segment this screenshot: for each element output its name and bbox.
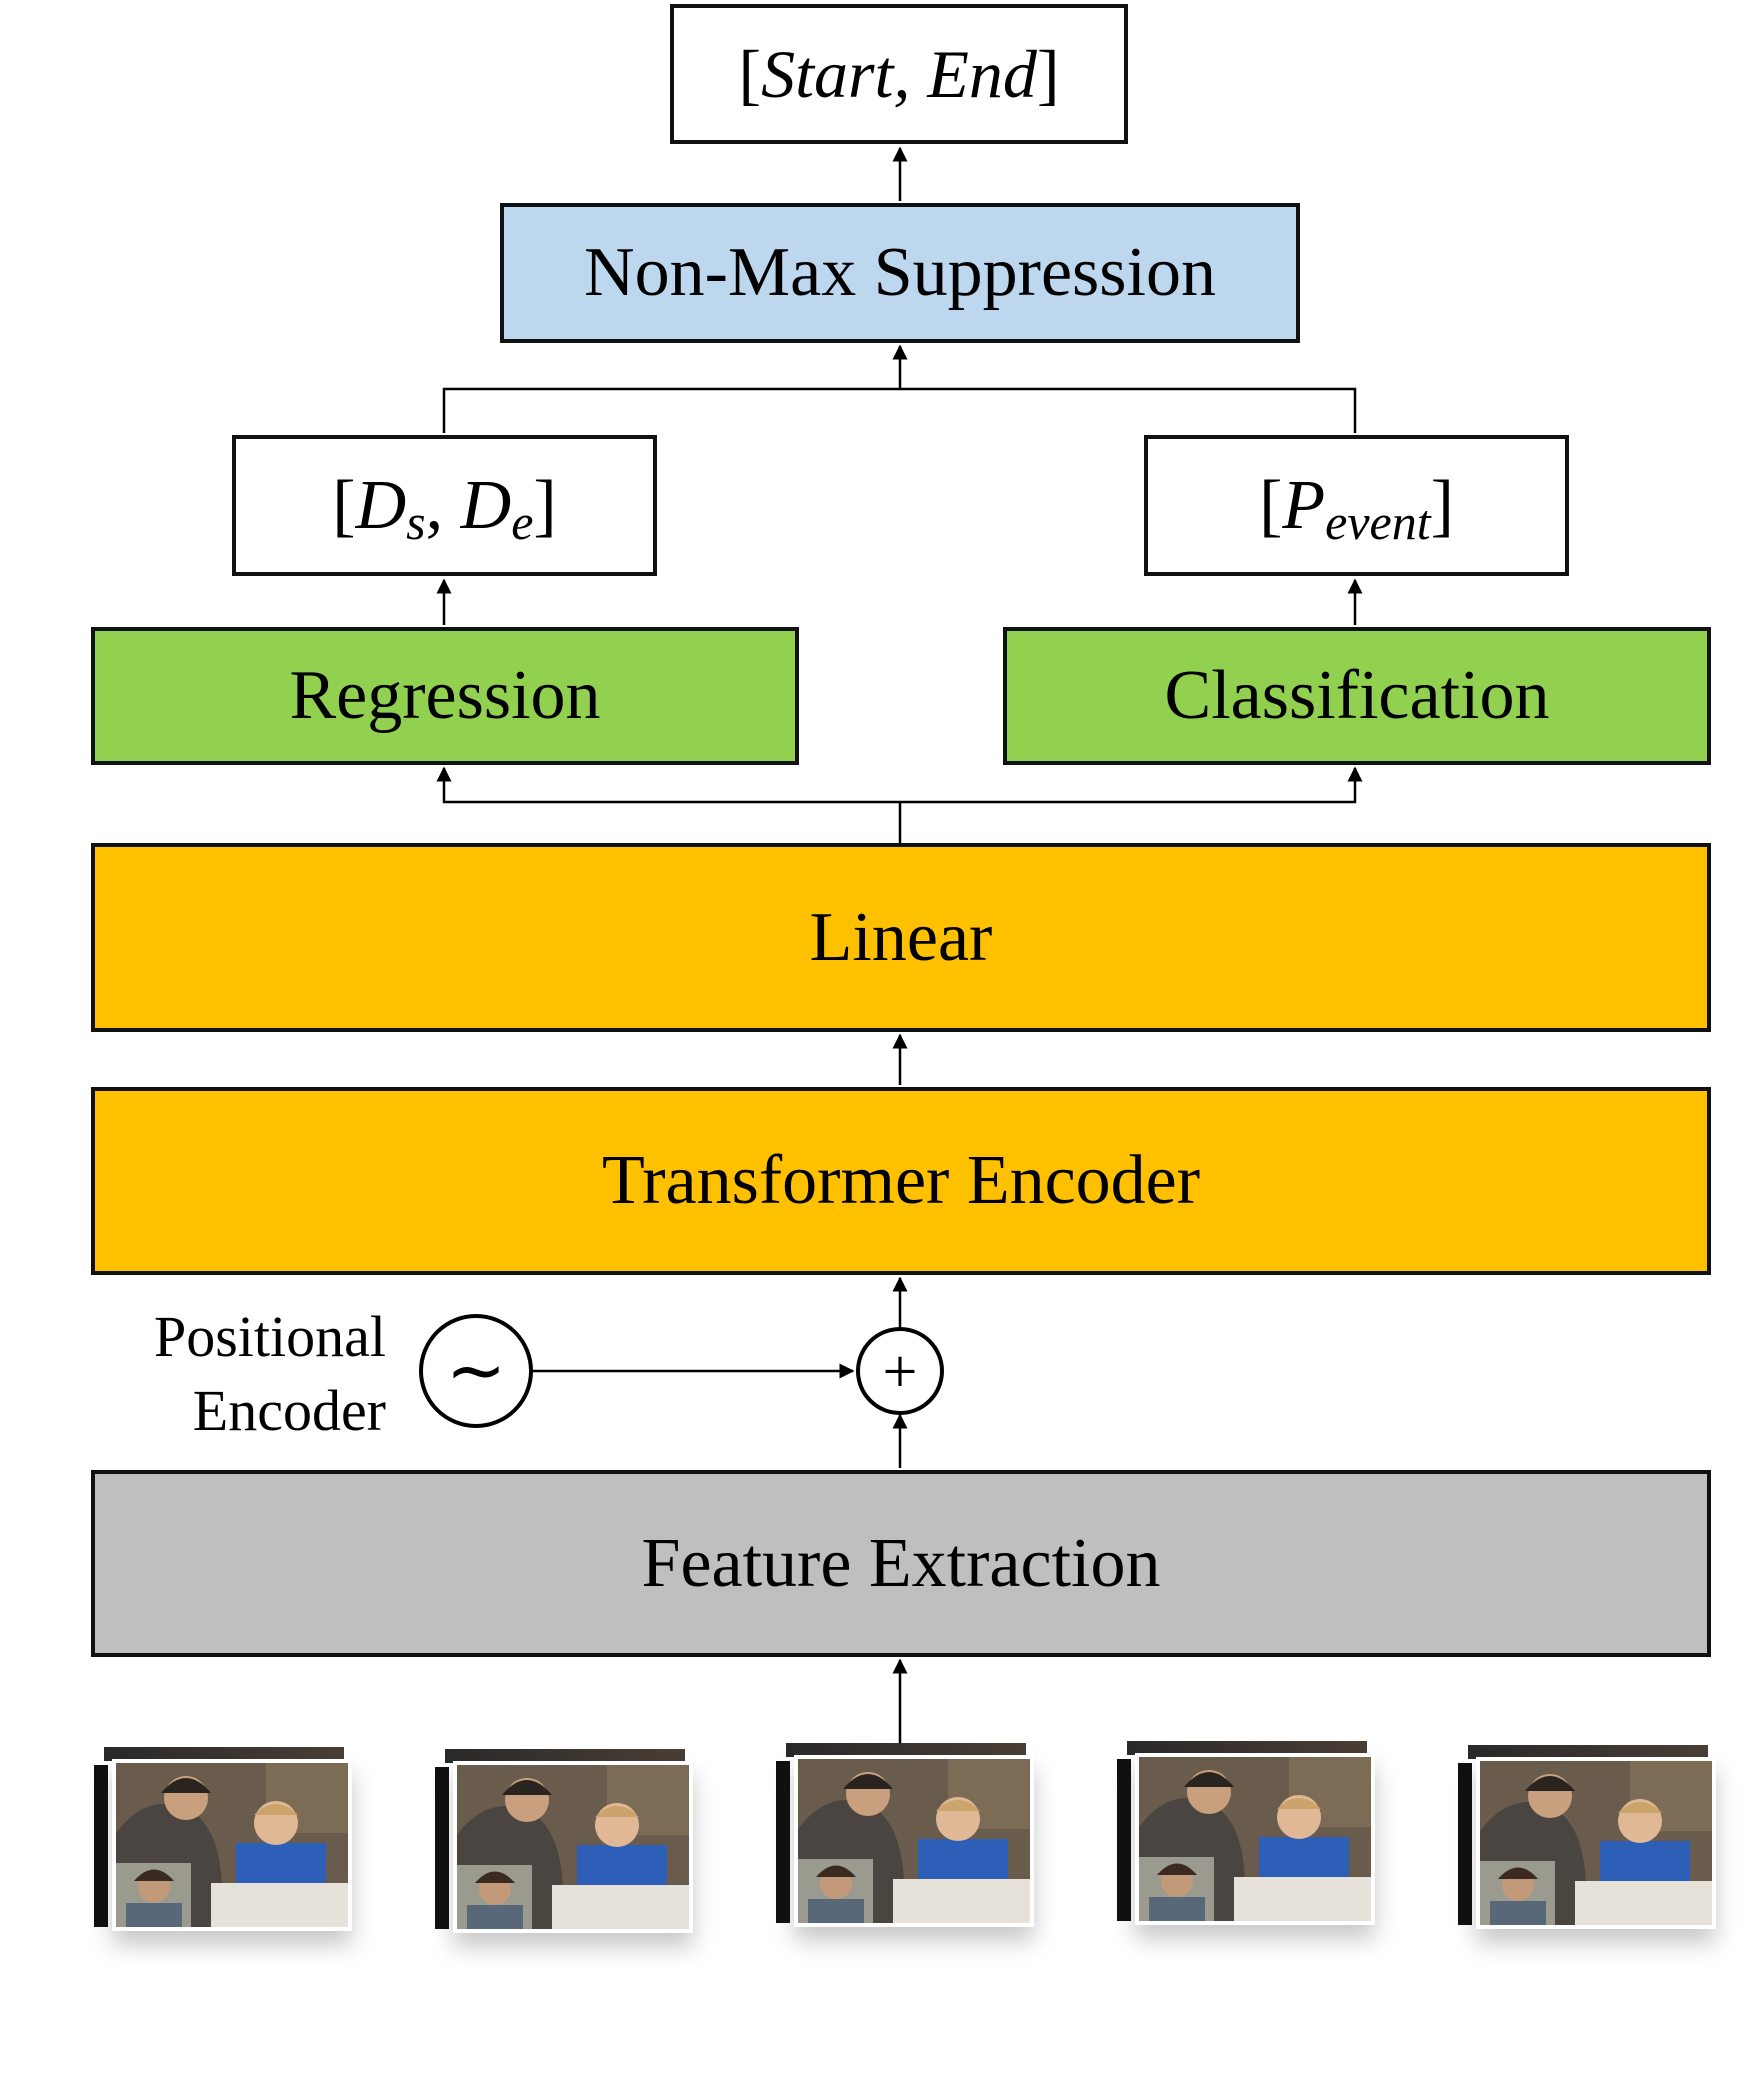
- subscript-e: e: [511, 493, 534, 550]
- p-symbol: P: [1282, 466, 1326, 544]
- positional-label-line2: Encoder: [192, 1378, 386, 1443]
- nms-label: Non-Max Suppression: [584, 234, 1216, 311]
- video-frame-5: [1454, 1745, 1718, 1935]
- d-symbol: D: [460, 466, 512, 544]
- close-bracket: ]: [1036, 35, 1060, 112]
- classification-output-box: [ P event ]: [1144, 435, 1569, 576]
- open-bracket: [: [738, 35, 762, 112]
- close-bracket: ]: [1430, 466, 1454, 544]
- connector-regression-output: [442, 387, 900, 433]
- sum-symbol: +: [883, 1338, 918, 1406]
- arrow-linear-to-classification: [900, 766, 1363, 804]
- transformer-encoder-box: Transformer Encoder: [91, 1087, 1711, 1275]
- positional-label-line1: Positional: [153, 1304, 386, 1369]
- output-label: Start, End: [761, 35, 1037, 112]
- regression-label: Regression: [289, 657, 601, 734]
- video-frame-2: [431, 1749, 695, 1939]
- sum-node: [856, 1327, 944, 1415]
- video-frame-4: [1113, 1741, 1377, 1931]
- positional-encoder-label: Positional Encoder: [110, 1300, 386, 1448]
- positional-encoder-node: [419, 1314, 533, 1428]
- sine-wave-icon: ~: [446, 1328, 506, 1412]
- classification-label: Classification: [1164, 657, 1550, 734]
- linear-label: Linear: [809, 898, 993, 976]
- video-frame-1: [90, 1747, 354, 1937]
- feature-extraction-label: Feature Extraction: [641, 1524, 1161, 1602]
- feature-extraction-box: Feature Extraction: [91, 1470, 1711, 1657]
- open-bracket: [: [1259, 466, 1283, 544]
- classification-box: Classification: [1003, 627, 1711, 765]
- comma: ,: [425, 466, 461, 544]
- linear-box: Linear: [91, 843, 1711, 1032]
- subscript-s: s: [406, 493, 426, 550]
- regression-box: Regression: [91, 627, 799, 765]
- video-frame-3: [772, 1743, 1036, 1933]
- regression-output-box: [ D s , D e ]: [232, 435, 657, 576]
- open-bracket: [: [332, 466, 356, 544]
- subscript-event: event: [1325, 493, 1431, 550]
- connector-classification-output: [900, 387, 1357, 433]
- output-box: [ Start, End ]: [670, 4, 1128, 144]
- arrow-linear-to-regression: [436, 766, 900, 804]
- d-symbol: D: [355, 466, 407, 544]
- transformer-encoder-label: Transformer Encoder: [601, 1142, 1201, 1219]
- nms-box: Non-Max Suppression: [500, 203, 1300, 343]
- close-bracket: ]: [533, 466, 557, 544]
